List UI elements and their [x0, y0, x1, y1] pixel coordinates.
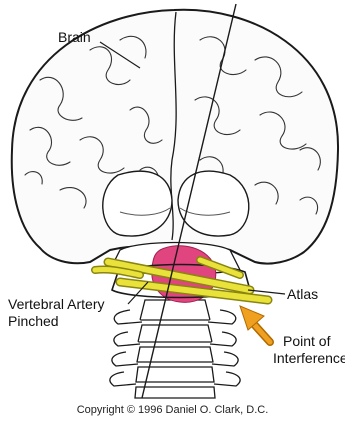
- vertebral-artery-label: Vertebral Artery: [8, 296, 105, 312]
- vertebral-artery-pinched-label: Pinched: [8, 313, 59, 329]
- atlas-label: Atlas: [287, 286, 318, 302]
- copyright-text: Copyright © 1996 Daniel O. Clark, D.C.: [0, 403, 345, 417]
- brain-label: Brain: [58, 29, 91, 45]
- interference-label: Interference: [273, 350, 345, 366]
- point-of-interference-label: Point of: [283, 333, 330, 349]
- pointer-arrow: [240, 306, 270, 342]
- brain-outline: [12, 10, 338, 264]
